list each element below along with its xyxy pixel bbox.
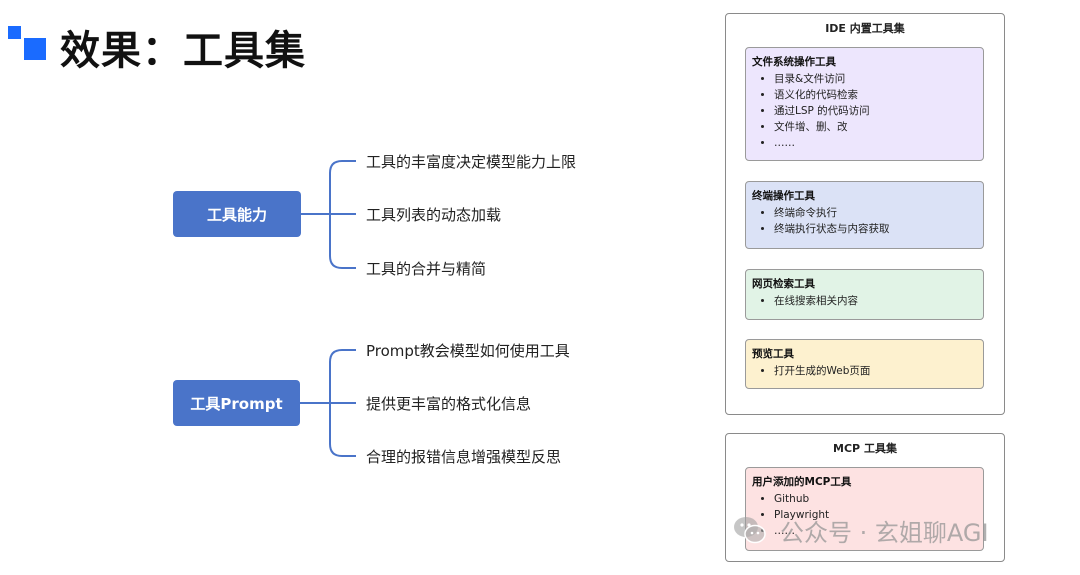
watermark: 公众号 · 玄姐聊AGI — [732, 512, 989, 548]
list-item: 终端执行状态与内容获取 — [774, 221, 977, 237]
group-terminal: 终端操作工具 终端命令执行 终端执行状态与内容获取 — [745, 181, 984, 249]
group-preview: 预览工具 打开生成的Web页面 — [745, 339, 984, 389]
list-item: 文件增、删、改 — [774, 119, 977, 135]
list-item: …… — [774, 135, 977, 151]
branch-text: 提供更丰富的格式化信息 — [366, 395, 532, 413]
branch-text: 工具的丰富度决定模型能力上限 — [366, 153, 577, 171]
branch-text: 工具列表的动态加载 — [366, 206, 502, 224]
group-title: 文件系统操作工具 — [752, 56, 836, 68]
branch-text: 工具的合并与精简 — [366, 260, 487, 278]
list-item: 终端命令执行 — [774, 205, 977, 221]
list-item: 通过LSP 的代码访问 — [774, 103, 977, 119]
mindmap-connectors — [300, 160, 356, 457]
list-item: …… — [774, 523, 977, 539]
group-title: 终端操作工具 — [752, 190, 815, 202]
list-item: Github — [774, 491, 977, 507]
group-title: 网页检索工具 — [752, 278, 815, 290]
group-filesystem: 文件系统操作工具 目录&文件访问 语义化的代码检索 通过LSP 的代码访问 文件… — [745, 47, 984, 161]
group-title: 预览工具 — [752, 348, 794, 360]
list-item: 目录&文件访问 — [774, 71, 977, 87]
list-item: 语义化的代码检索 — [774, 87, 977, 103]
page-title: 效果：工具集 — [60, 28, 306, 74]
watermark-text: 公众号 · 玄姐聊AGI — [780, 518, 989, 547]
list-item: 打开生成的Web页面 — [774, 363, 977, 379]
panel-title: MCP 工具集 — [833, 442, 897, 455]
logo-icon — [8, 26, 48, 62]
node-tool-capability: 工具能力 — [173, 191, 301, 237]
mcp-tools-panel: MCP 工具集 用户添加的MCP工具 Github Playwright …… — [725, 433, 1005, 562]
list-item: 在线搜索相关内容 — [774, 293, 977, 309]
wechat-icon — [734, 517, 766, 544]
group-web-search: 网页检索工具 在线搜索相关内容 — [745, 269, 984, 320]
group-user-mcp: 用户添加的MCP工具 Github Playwright …… — [745, 467, 984, 551]
ide-tools-panel: IDE 内置工具集 文件系统操作工具 目录&文件访问 语义化的代码检索 通过LS… — [725, 13, 1005, 415]
panel-title: IDE 内置工具集 — [825, 22, 905, 35]
group-title: 用户添加的MCP工具 — [752, 476, 852, 488]
branch-text: Prompt教会模型如何使用工具 — [366, 342, 570, 360]
node-tool-prompt: 工具Prompt — [173, 380, 300, 426]
branch-text: 合理的报错信息增强模型反思 — [366, 448, 562, 466]
list-item: Playwright — [774, 507, 977, 523]
